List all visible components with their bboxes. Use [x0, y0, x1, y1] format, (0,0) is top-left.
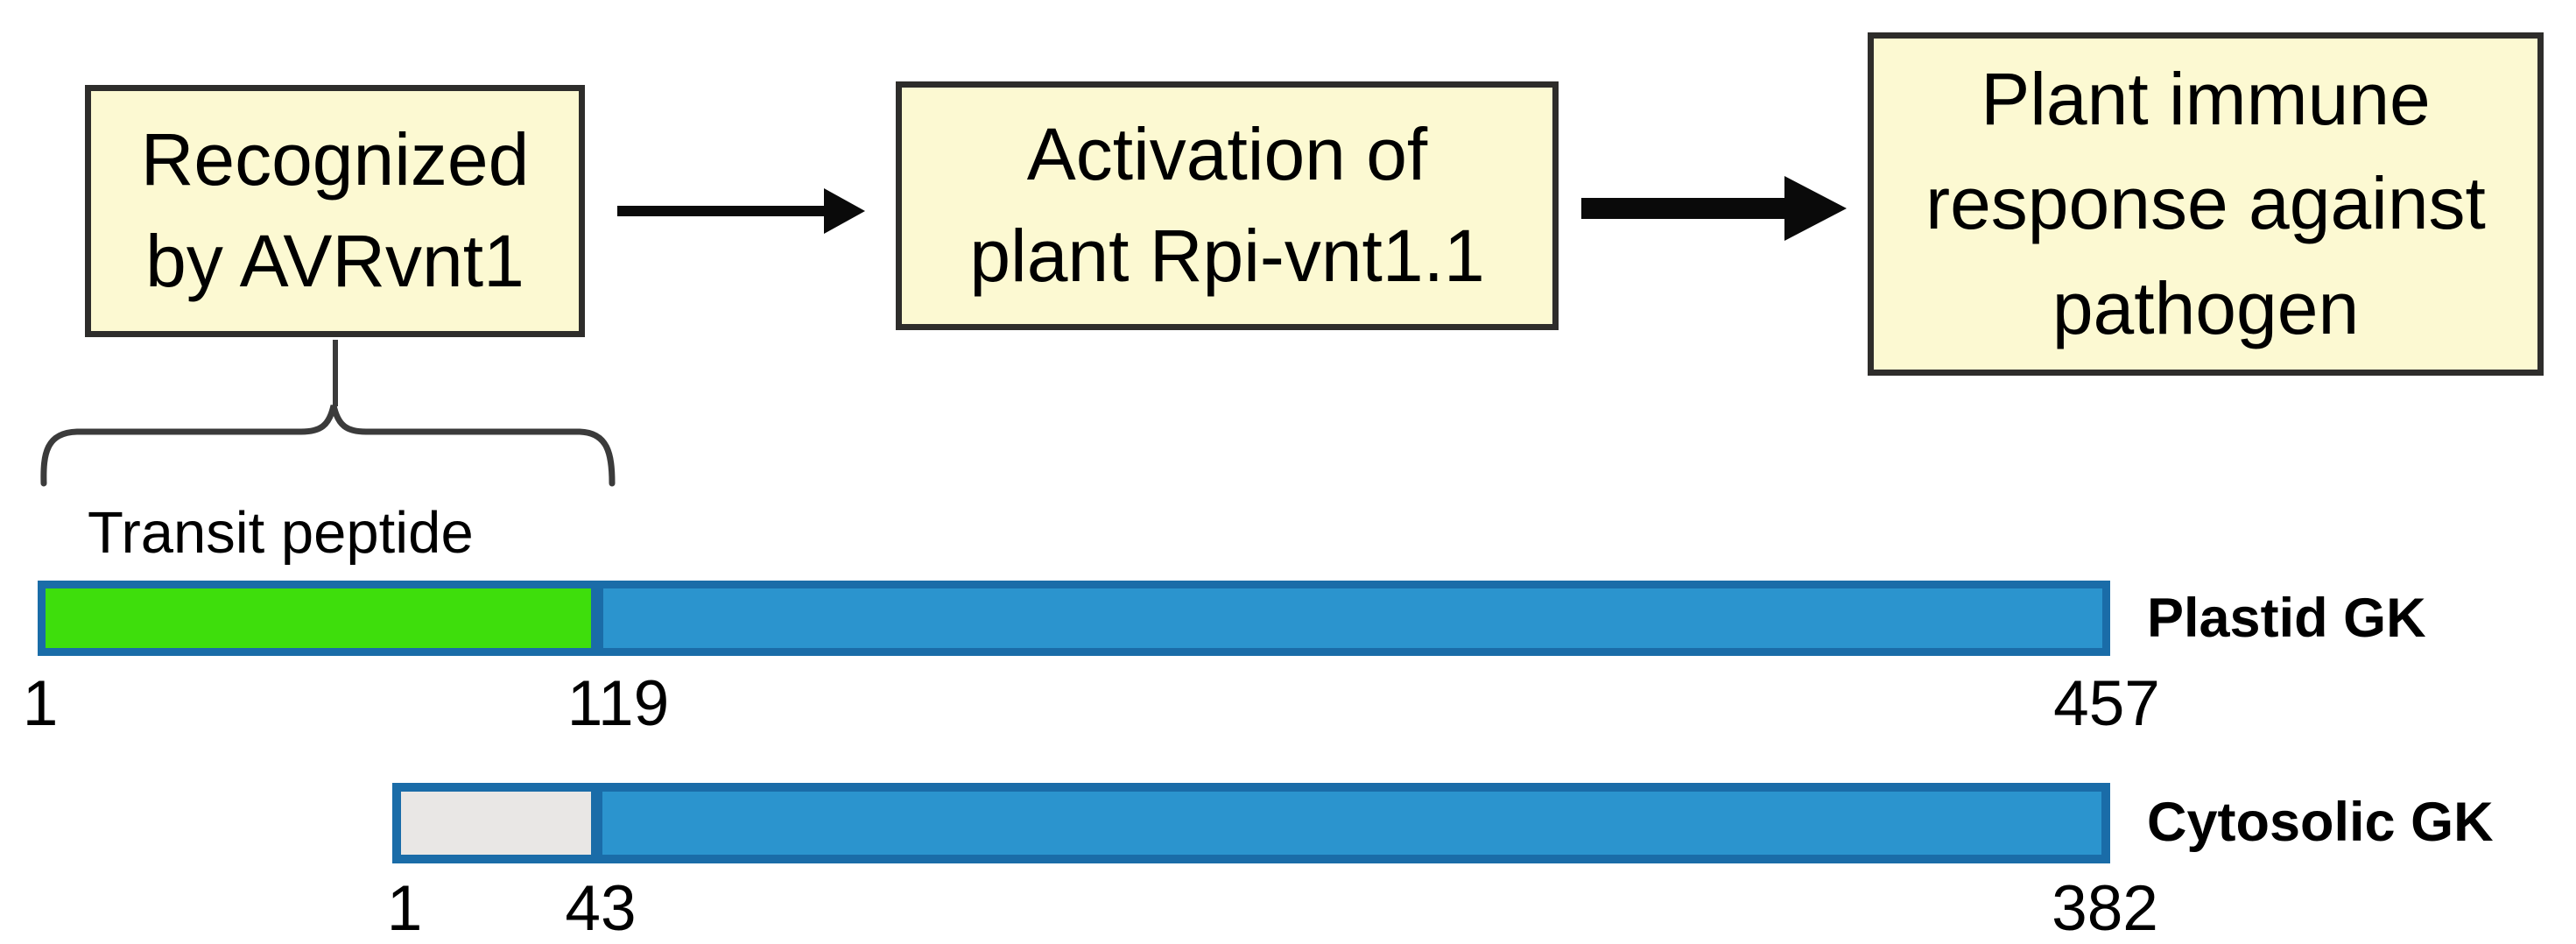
protein-name-cytosolic-gk: Cytosolic GK [2147, 792, 2494, 853]
flow-box-text-line: plant Rpi-vnt1.1 [969, 215, 1485, 297]
residue-number: 119 [567, 668, 670, 739]
residue-number: 1 [386, 873, 423, 944]
flow-box-text-line: Plant immune [1981, 58, 2431, 141]
flow-box-text-line: Recognized [140, 118, 530, 201]
residue-number: 457 [2053, 668, 2160, 739]
residue-number: 1 [22, 668, 59, 739]
flow-box-recognized-by-avrvnt1: Recognized by AVRvnt1 [85, 85, 585, 337]
arrow-2-head [1784, 176, 1847, 241]
transit-peptide-segment [46, 588, 603, 648]
transit-peptide-label: Transit peptide [88, 500, 474, 566]
flow-box-text-line: Activation of [1026, 113, 1428, 196]
protein-name-plastid-gk: Plastid GK [2147, 588, 2426, 649]
flow-box-plant-immune-response: Plant immune response against pathogen [1868, 32, 2544, 376]
n-terminal-gray-segment [401, 792, 602, 855]
residue-number: 43 [565, 873, 637, 944]
protein-bar-cytosolic-gk [392, 783, 2110, 863]
flow-box-text-line: pathogen [2052, 266, 2360, 349]
arrow-1-head [824, 188, 865, 234]
arrow-right-bold-icon [1581, 176, 1847, 241]
curly-brace-icon [40, 405, 616, 487]
flow-box-text-line: response against [1925, 162, 2486, 245]
arrow-right-icon [617, 188, 865, 234]
residue-number: 382 [2052, 873, 2158, 944]
flow-box-activation-rpi-vnt1: Activation of plant Rpi-vnt1.1 [896, 81, 1559, 330]
protein-bar-plastid-gk [38, 581, 2110, 656]
flow-box-text-line: by AVRvnt1 [145, 220, 524, 302]
